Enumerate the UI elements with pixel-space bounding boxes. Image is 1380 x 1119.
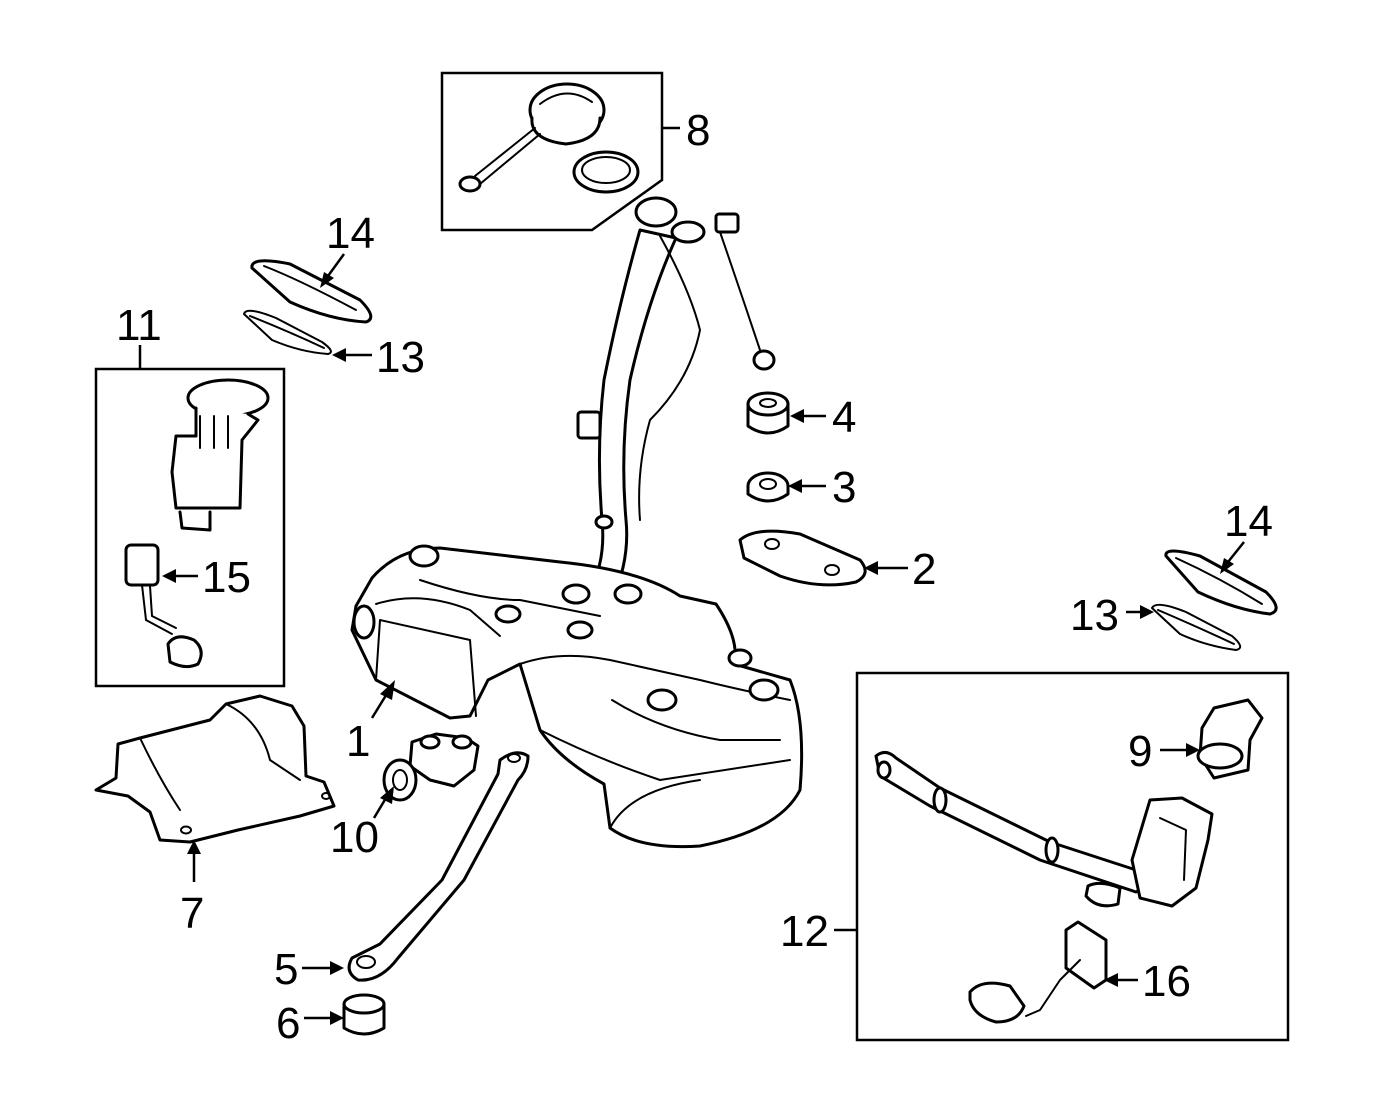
callout-14-left: 14 <box>326 209 375 258</box>
fuel-sender-assembly <box>834 671 1290 1042</box>
fuel-cap-kit <box>440 71 680 232</box>
part-4-bushing <box>746 391 790 435</box>
callout-12: 12 <box>780 907 829 956</box>
part-5-tank-strap <box>347 751 530 982</box>
callout-14-right: 14 <box>1224 497 1273 546</box>
callout-2: 2 <box>912 545 936 594</box>
callout-6: 6 <box>276 999 300 1048</box>
part-2-cover-plate <box>738 529 867 587</box>
callout-8: 8 <box>686 106 710 155</box>
fuel-sender-assembly-box <box>855 671 1290 1042</box>
callout-3: 3 <box>832 463 856 512</box>
callout-16: 16 <box>1142 957 1191 1006</box>
part-13-seal-left <box>243 309 332 355</box>
callout-9: 9 <box>1128 727 1152 776</box>
callout-13-left: 13 <box>376 333 425 382</box>
part-6-nut <box>342 993 386 1036</box>
part-7-heat-shield <box>94 694 336 844</box>
callout-13-right: 13 <box>1070 591 1119 640</box>
part-13-seal-right <box>1151 603 1242 651</box>
fuel-pump-module-box <box>94 367 286 688</box>
callout-7: 7 <box>180 889 204 938</box>
callout-1: 1 <box>346 717 370 766</box>
callout-5: 5 <box>274 945 298 994</box>
fuel-tank <box>350 544 804 849</box>
callout-11: 11 <box>116 301 162 350</box>
fuel-cap-kit-box <box>440 71 664 232</box>
callout-15: 15 <box>202 553 251 602</box>
part-10-sensor <box>382 732 480 802</box>
part-14-lock-ring-left <box>250 259 373 324</box>
part-14-lock-ring-right <box>1164 549 1278 616</box>
callout-labels: 1 2 3 4 5 6 7 8 9 10 11 12 13 13 14 14 1… <box>116 106 1273 1048</box>
callout-4: 4 <box>832 393 856 442</box>
fuel-pump-module <box>94 345 286 688</box>
part-3-washer <box>746 471 790 503</box>
callout-10: 10 <box>330 813 379 862</box>
leader-lines <box>162 253 1245 1025</box>
filler-neck <box>576 196 776 602</box>
